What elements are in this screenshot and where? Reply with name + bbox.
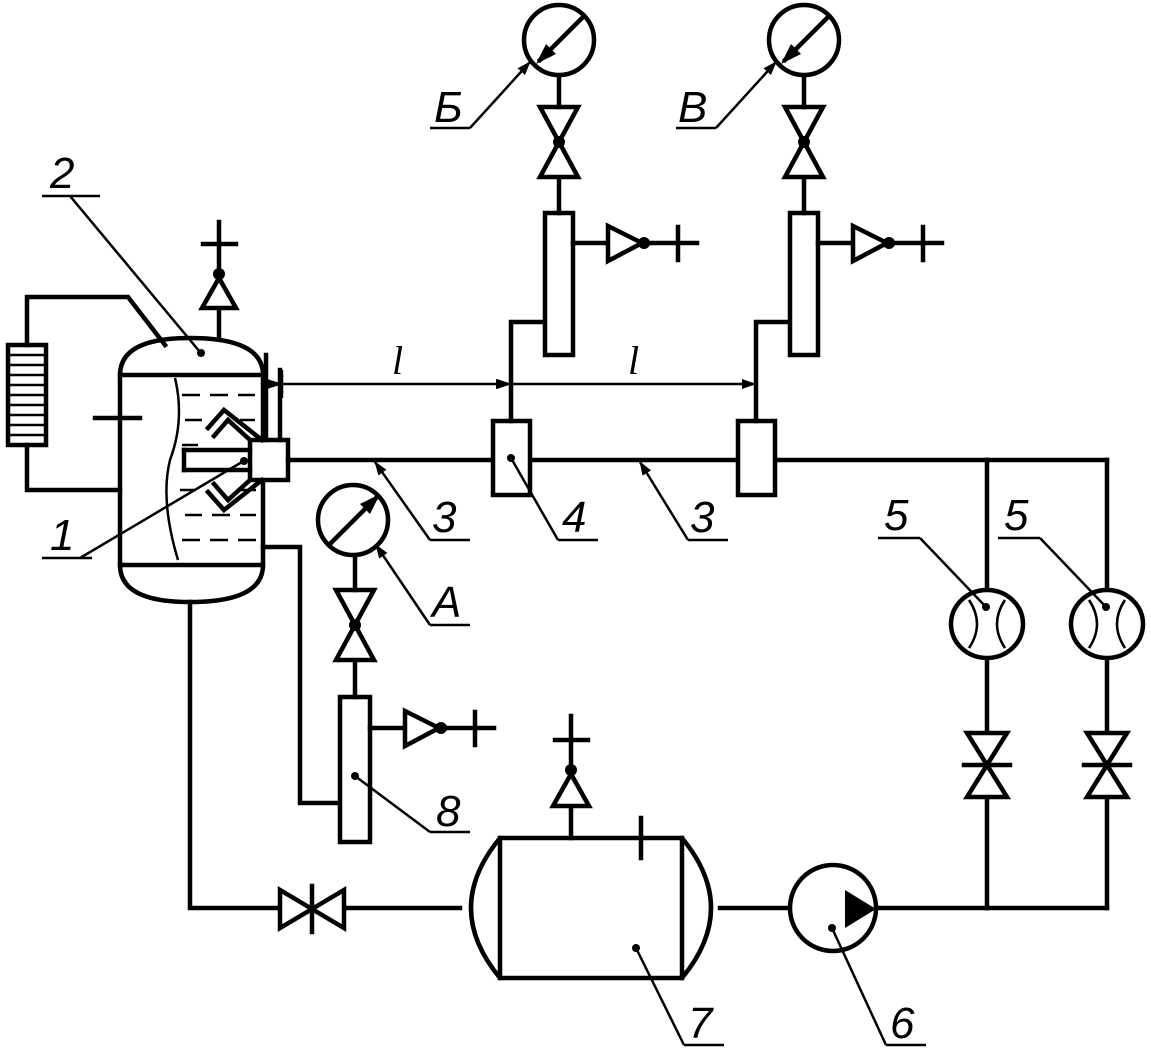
label-3-left: 3 bbox=[432, 493, 457, 542]
return-valve bbox=[277, 883, 347, 935]
leader-lines bbox=[42, 61, 1110, 1047]
label-c: В bbox=[678, 83, 707, 132]
vessel-2 bbox=[92, 335, 266, 605]
label-5-right: 5 bbox=[1004, 491, 1029, 540]
liquid-hatching bbox=[180, 393, 256, 542]
label-2: 2 bbox=[49, 149, 74, 198]
label-length-1: l bbox=[392, 338, 403, 383]
gauge-branch-b bbox=[508, 2, 700, 424]
vessel-vent-valve bbox=[198, 219, 240, 341]
label-a: A bbox=[429, 578, 461, 627]
return-line bbox=[187, 599, 1110, 911]
gauge-branch-a bbox=[260, 482, 497, 845]
pump-6 bbox=[787, 862, 879, 954]
label-8: 8 bbox=[436, 787, 461, 836]
label-length-2: l bbox=[628, 338, 639, 383]
gauge-branch-c bbox=[753, 2, 945, 424]
label-6: 6 bbox=[890, 999, 915, 1048]
label-b: Б bbox=[434, 83, 463, 132]
flowmeter-branches bbox=[948, 457, 1146, 911]
label-1: 1 bbox=[50, 511, 74, 560]
label-7: 7 bbox=[688, 999, 714, 1048]
tank-7 bbox=[468, 713, 714, 981]
label-4: 4 bbox=[562, 493, 586, 542]
dimension-lines bbox=[267, 370, 756, 398]
label-5-left: 5 bbox=[884, 491, 909, 540]
sight-glass bbox=[5, 294, 169, 493]
label-3-right: 3 bbox=[690, 493, 715, 542]
